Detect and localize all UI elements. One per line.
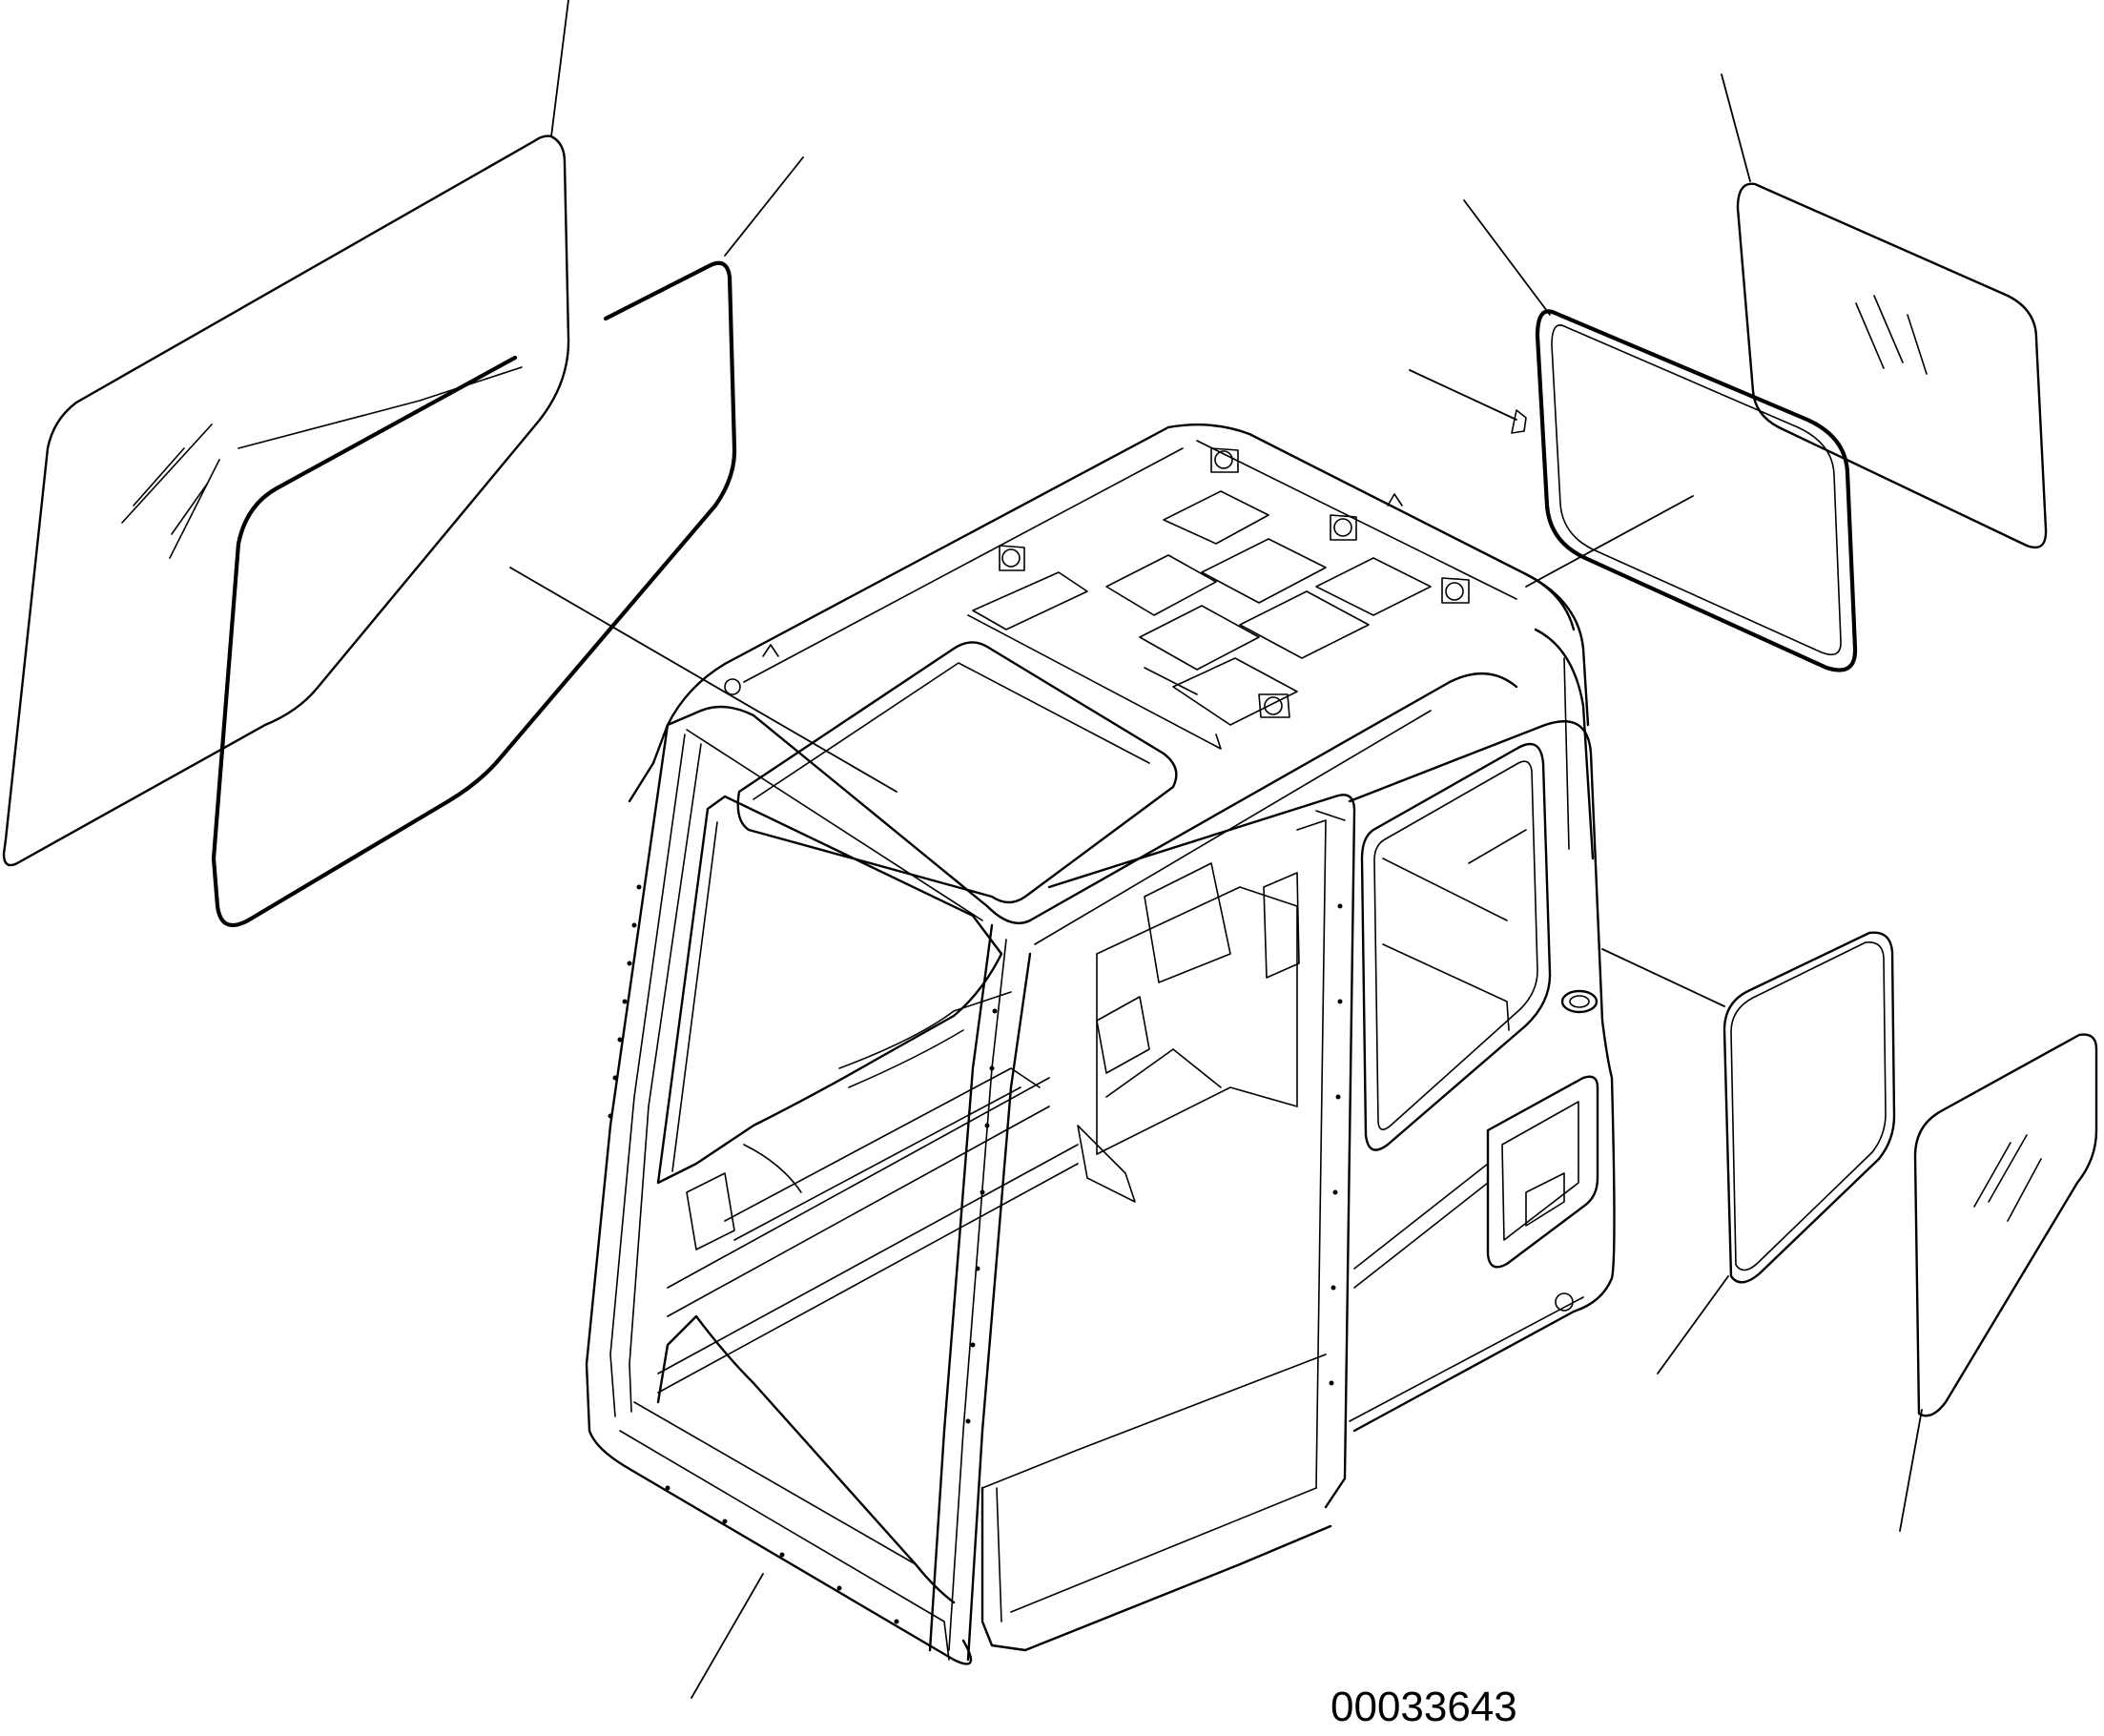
front-windshield-seal xyxy=(211,260,737,928)
cab-frame xyxy=(585,424,1616,1665)
right-upper-side-glass xyxy=(1736,182,2048,549)
right-upper-window-seal xyxy=(1511,309,1858,672)
drawing-number: 00033643 xyxy=(1330,1684,1517,1730)
callout-leader-lines xyxy=(509,0,1923,1699)
front-windshield-glass xyxy=(2,134,570,867)
door-lower-glass xyxy=(1722,931,1896,1284)
right-rear-lower-glass xyxy=(1913,1033,2098,1417)
